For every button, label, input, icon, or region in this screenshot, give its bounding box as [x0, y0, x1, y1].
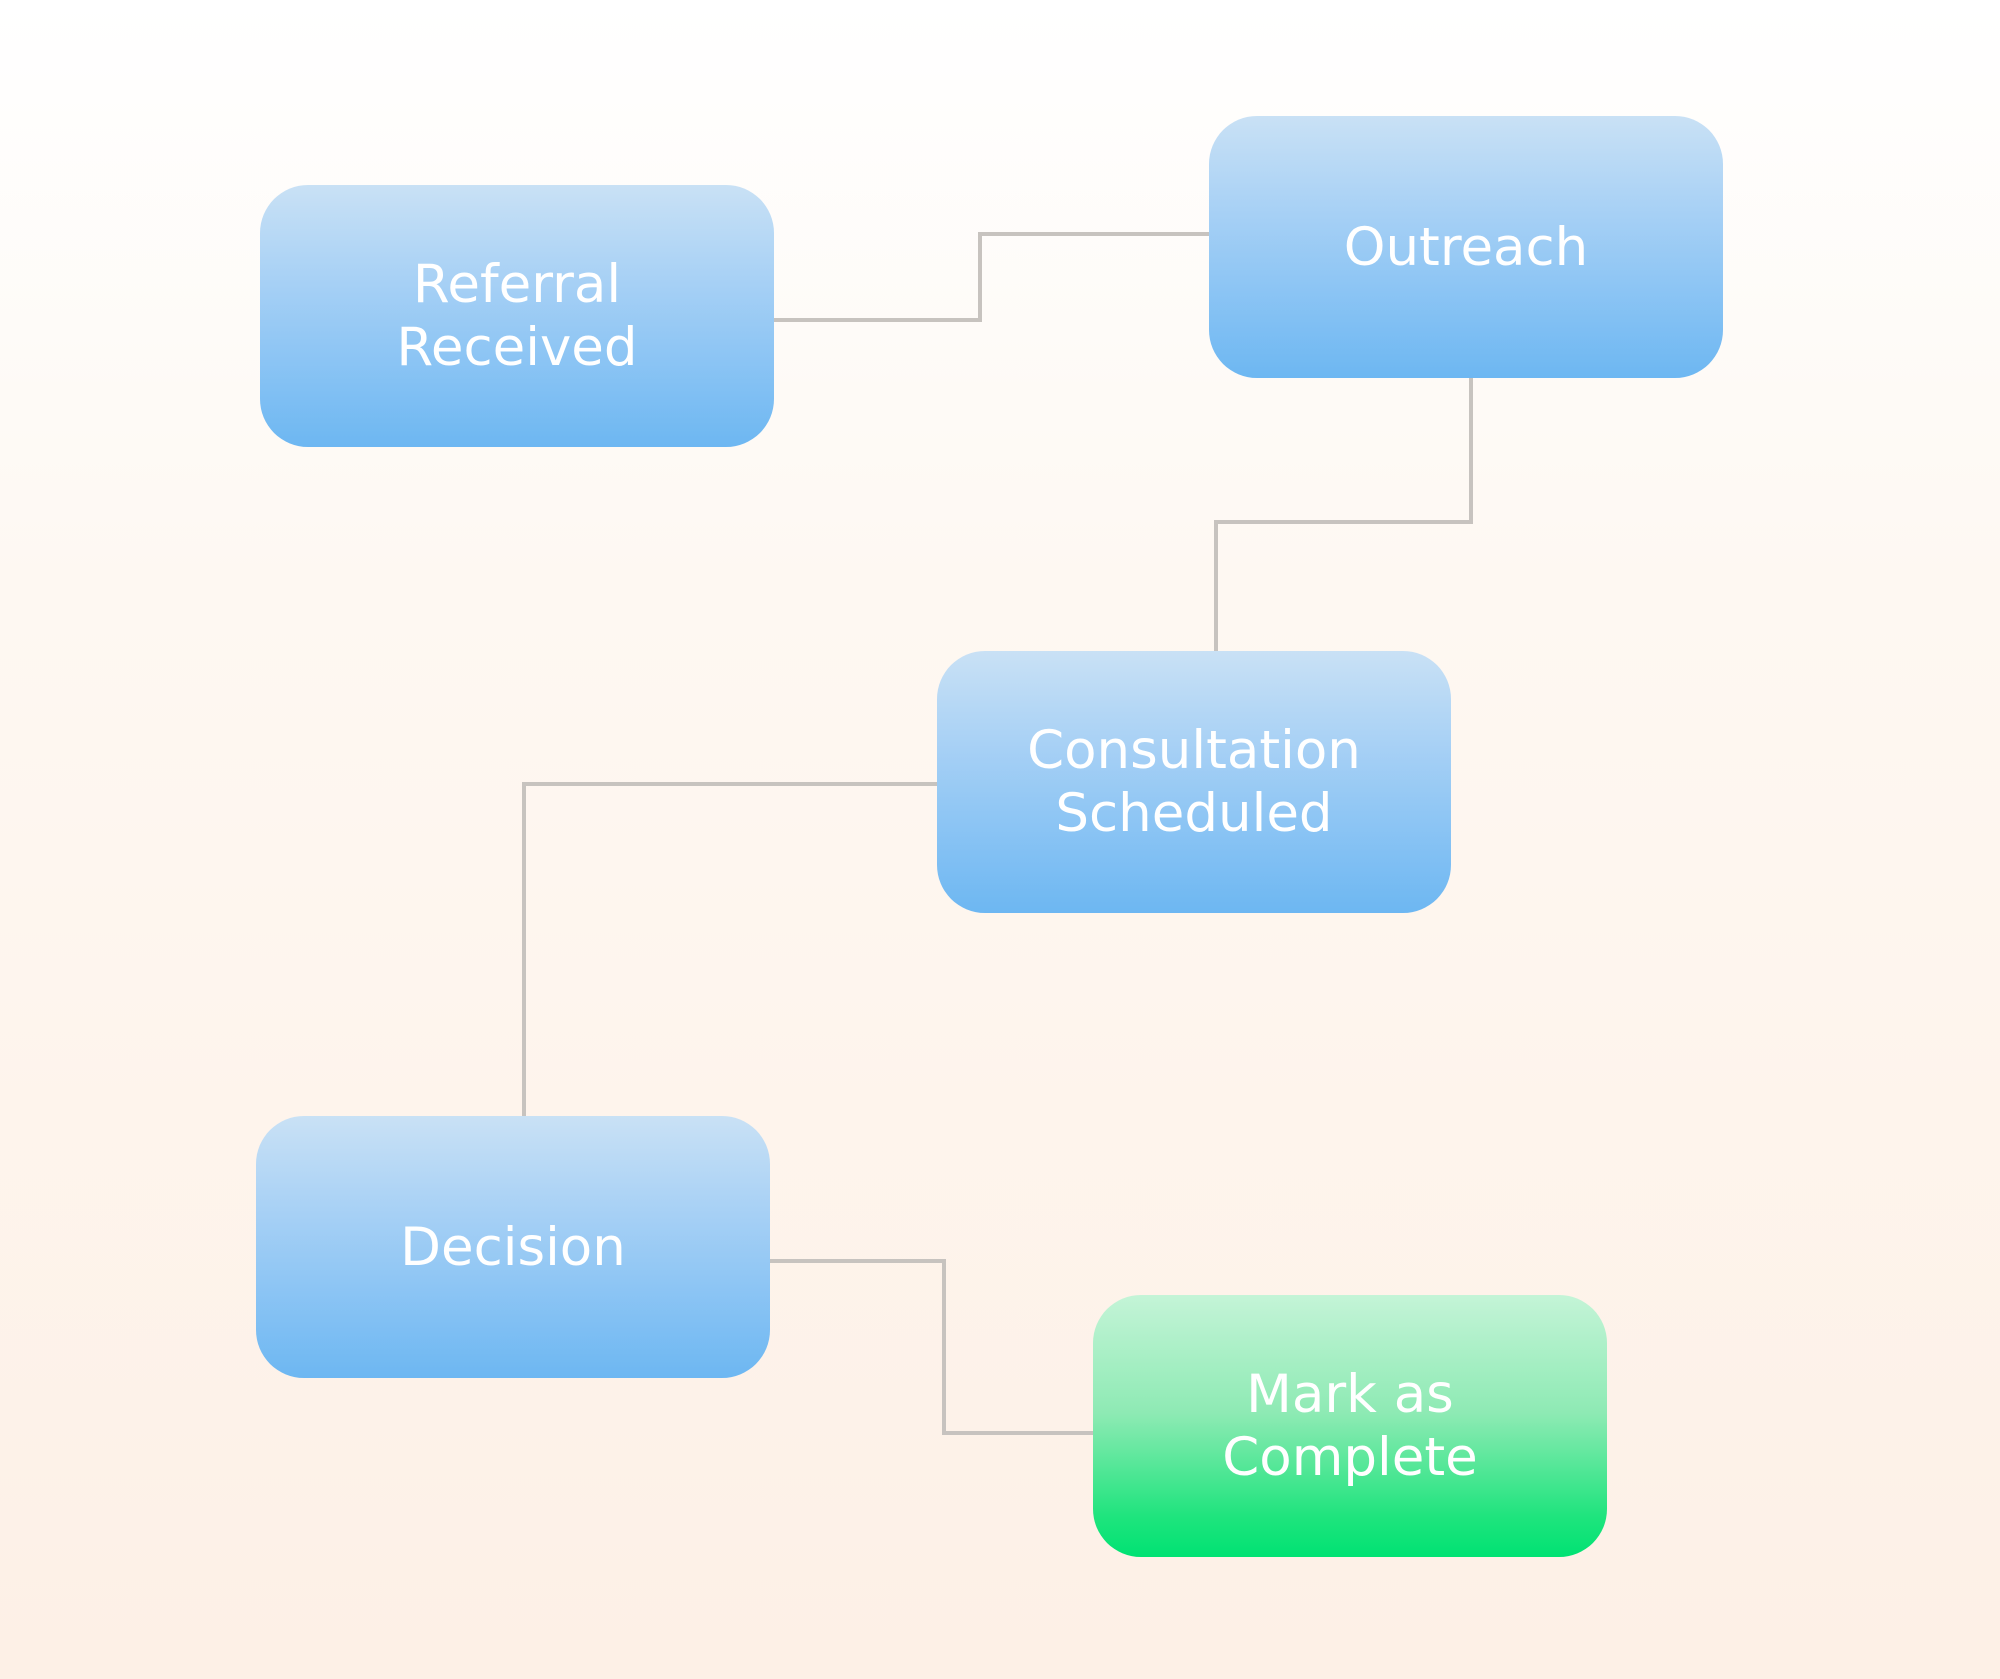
connector-consultation-decision	[522, 782, 937, 1116]
connector-outreach-consultation	[1214, 378, 1473, 651]
step-outreach[interactable]: Outreach	[1209, 116, 1723, 378]
step-label: Decision	[400, 1216, 626, 1278]
step-label: Outreach	[1343, 216, 1589, 278]
step-decision[interactable]: Decision	[256, 1116, 770, 1378]
connector-referral-outreach	[774, 232, 1209, 322]
connector-decision-complete	[770, 1259, 1093, 1435]
